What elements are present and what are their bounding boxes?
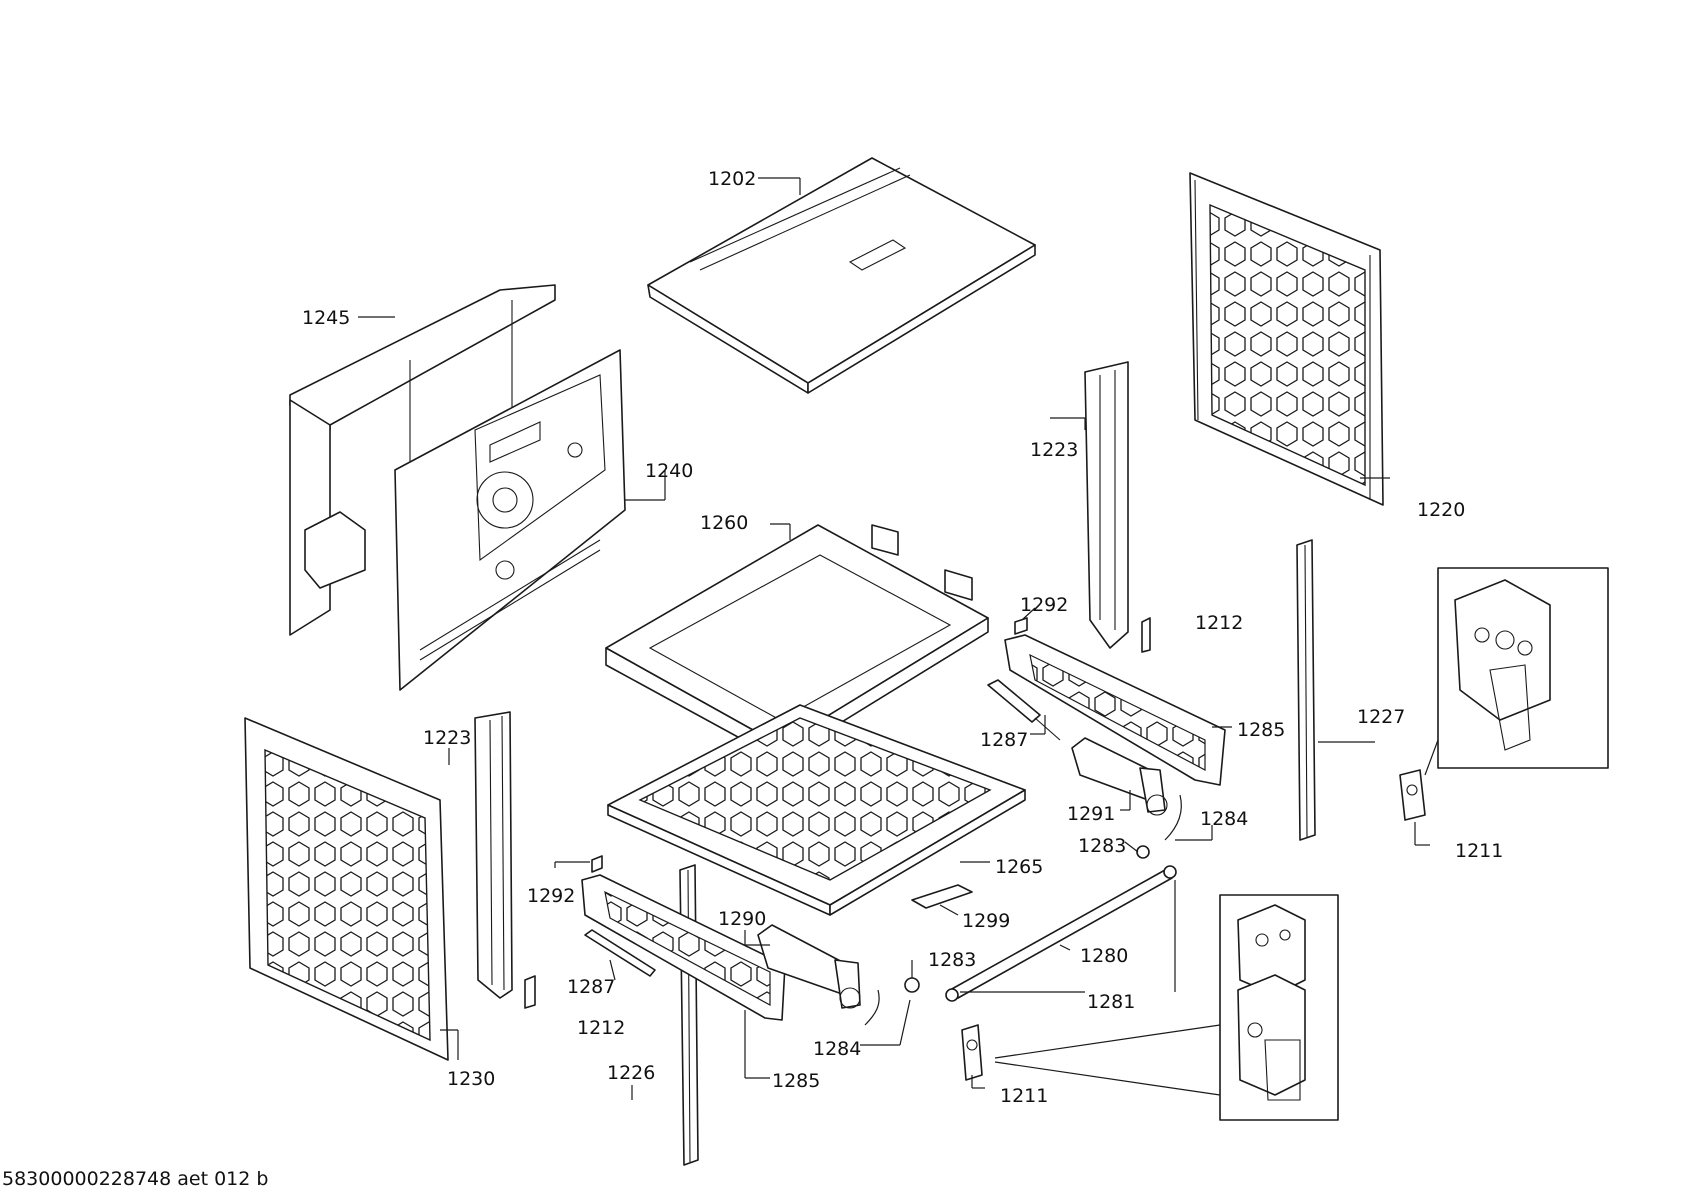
hinge-bar bbox=[945, 865, 1177, 1002]
label-1290: 1290 bbox=[718, 908, 766, 930]
side-rail-right bbox=[1084, 361, 1151, 653]
wire-upper bbox=[1164, 794, 1182, 841]
label-1240: 1240 bbox=[645, 460, 693, 482]
label-1227: 1227 bbox=[1357, 706, 1405, 728]
document-code: 58300000228748 aet 012 b bbox=[2, 1168, 268, 1190]
label-1284-lower: 1284 bbox=[813, 1038, 861, 1060]
rear-back-panel bbox=[394, 349, 626, 691]
shaft-upper bbox=[987, 679, 1061, 741]
label-1285-upper: 1285 bbox=[1237, 719, 1285, 741]
vertical-post-right bbox=[1296, 539, 1316, 841]
label-1299: 1299 bbox=[962, 910, 1010, 932]
label-1223-upper: 1223 bbox=[1030, 439, 1078, 461]
right-side-wall bbox=[1189, 172, 1384, 506]
label-1220: 1220 bbox=[1417, 499, 1465, 521]
hinge-detail-box-lower bbox=[994, 894, 1339, 1121]
label-1291: 1291 bbox=[1067, 803, 1115, 825]
fan-guide-left bbox=[581, 874, 786, 1021]
label-1287-upper: 1287 bbox=[980, 729, 1028, 751]
label-1212-upper: 1212 bbox=[1195, 612, 1243, 634]
label-1230: 1230 bbox=[447, 1068, 495, 1090]
label-1281: 1281 bbox=[1087, 991, 1135, 1013]
label-1284-upper: 1284 bbox=[1200, 808, 1248, 830]
left-side-wall bbox=[244, 717, 449, 1061]
label-1260: 1260 bbox=[700, 512, 748, 534]
hinge-lower bbox=[961, 1024, 983, 1081]
vertical-post-left bbox=[679, 864, 699, 1166]
fan-guide-right bbox=[1004, 634, 1226, 786]
leader-lines bbox=[358, 177, 1430, 1100]
label-1245: 1245 bbox=[302, 307, 350, 329]
wire-lower bbox=[864, 989, 880, 1026]
bottom-tray bbox=[607, 704, 1026, 916]
motor-bracket-right bbox=[1071, 737, 1168, 816]
label-1283-lower: 1283 bbox=[928, 949, 976, 971]
label-1226: 1226 bbox=[607, 1062, 655, 1084]
label-1223-lower: 1223 bbox=[423, 727, 471, 749]
label-1283-upper: 1283 bbox=[1078, 835, 1126, 857]
label-1211-lower: 1211 bbox=[1000, 1085, 1048, 1107]
label-plate bbox=[911, 884, 973, 909]
motor-bracket-left bbox=[757, 924, 861, 1009]
clip-lower bbox=[591, 855, 603, 873]
label-1287-lower: 1287 bbox=[567, 976, 615, 998]
label-1280: 1280 bbox=[1080, 945, 1128, 967]
label-1211-upper: 1211 bbox=[1455, 840, 1503, 862]
label-1292-lower: 1292 bbox=[527, 885, 575, 907]
label-1202: 1202 bbox=[708, 168, 756, 190]
part-labels: 1202 1245 1240 1223 1220 1260 1292 1212 … bbox=[302, 168, 1503, 1107]
label-1285-lower: 1285 bbox=[772, 1070, 820, 1092]
label-1212-lower: 1212 bbox=[577, 1017, 625, 1039]
hinge-detail-box-upper bbox=[1424, 567, 1609, 776]
nut-lower bbox=[904, 977, 920, 993]
label-1265: 1265 bbox=[995, 856, 1043, 878]
nut-upper bbox=[1136, 845, 1150, 859]
label-1292-upper: 1292 bbox=[1020, 594, 1068, 616]
top-cover-panel bbox=[647, 157, 1036, 394]
clip-upper bbox=[1014, 617, 1028, 635]
hinge-upper bbox=[1399, 769, 1426, 821]
side-rail-left bbox=[474, 711, 536, 1009]
shaft-lower bbox=[584, 929, 656, 977]
